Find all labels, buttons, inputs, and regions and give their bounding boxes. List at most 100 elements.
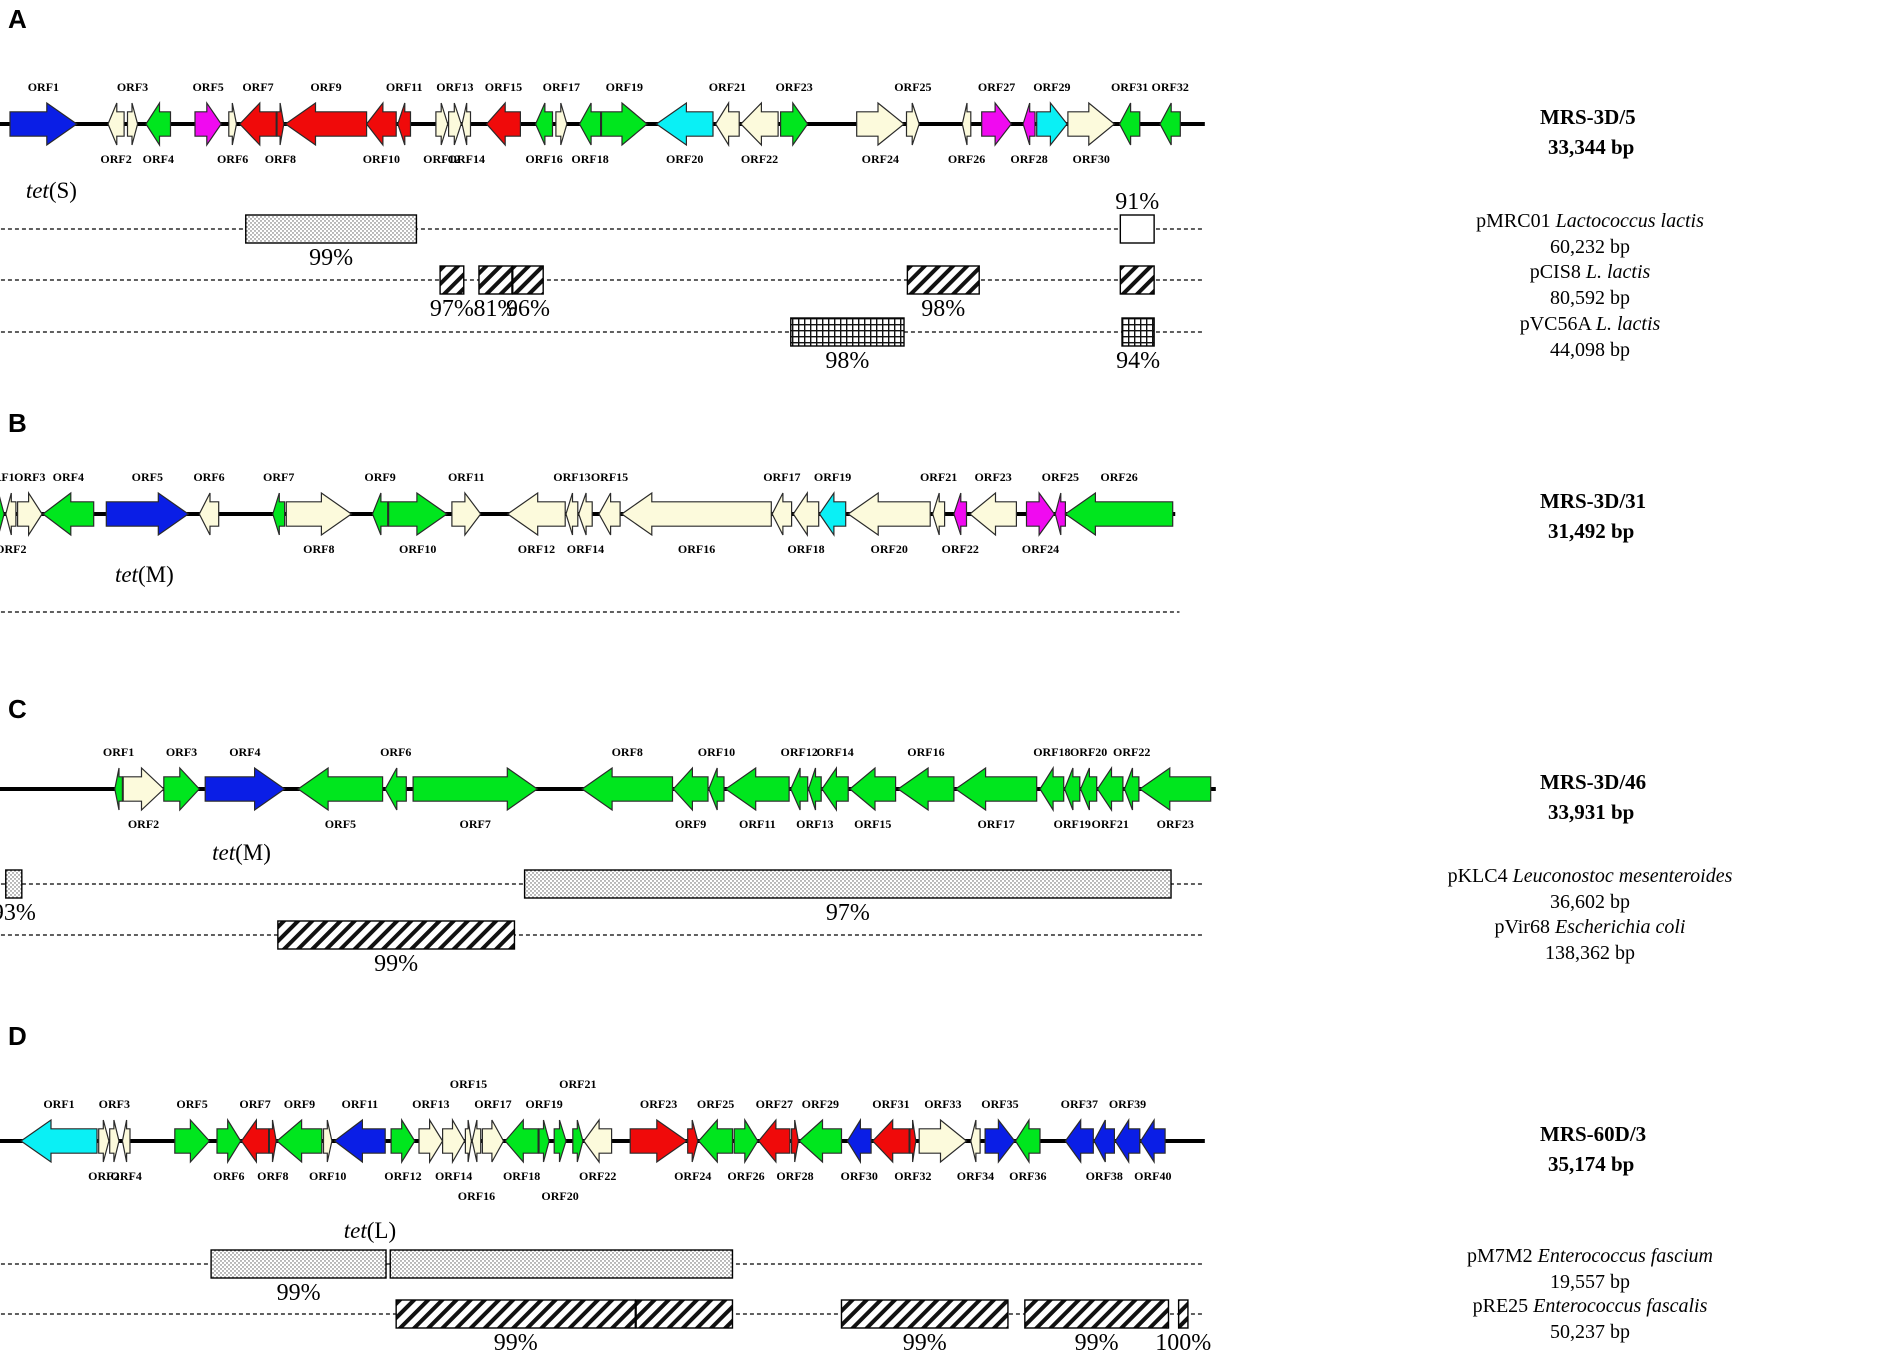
gene-arrow-orf12 <box>790 767 809 811</box>
gene-arrow-orf39 <box>1114 1117 1141 1165</box>
orf-label: ORF31 <box>872 1097 909 1111</box>
orf-label: ORF14 <box>816 745 853 759</box>
gene-arrow-orf24 <box>687 1119 699 1163</box>
gene-arrow-orf14 <box>461 102 472 146</box>
gene-arrow-orf6 <box>198 492 220 536</box>
gene-arrow-orf8 <box>581 766 674 812</box>
orf-label: ORF15 <box>485 80 522 94</box>
gene-arrow-orf28 <box>790 1119 800 1163</box>
orf-label: ORF7 <box>242 80 273 94</box>
orf-label: ORF33 <box>924 1097 961 1111</box>
gene-arrow-orf38 <box>1093 1119 1116 1163</box>
gene-arrow-orf27 <box>757 1118 791 1164</box>
orf-label: ORF19 <box>606 80 643 94</box>
gene-arrow-orf21 <box>932 492 946 536</box>
gene-arrow-orf22 <box>1123 767 1140 811</box>
orf-label: ORF12 <box>518 542 555 556</box>
orf-label: ORF30 <box>841 1169 878 1183</box>
gene-arrow-orf2 <box>107 102 125 146</box>
gene-arrow-orf7 <box>412 766 539 812</box>
orf-label: ORF19 <box>1053 817 1090 831</box>
gene-arrow-orf17 <box>481 1119 505 1163</box>
orf-label: ORF9 <box>310 80 341 94</box>
gene-arrow-orf7 <box>272 492 286 536</box>
orf-label: ORF2 <box>128 817 159 831</box>
gene-arrow-orf19 <box>538 1119 550 1163</box>
gene-arrow-orf13 <box>448 102 462 146</box>
gene-arrow-orf5 <box>194 101 222 147</box>
homology-block <box>635 1299 734 1329</box>
gene-arrow-orf29 <box>1036 101 1068 147</box>
orf-label: ORF14 <box>567 542 604 556</box>
gene-arrow-orf33 <box>918 1118 968 1164</box>
orf-label: ORF40 <box>1134 1169 1171 1183</box>
gene-arrow-orf8 <box>285 491 353 537</box>
orf-label: ORF4 <box>229 745 260 759</box>
panel-letter: D <box>8 1021 27 1051</box>
resistance-gene-label: tet(L) <box>344 1218 396 1243</box>
homology-block <box>906 265 980 295</box>
gene-arrow-orf19 <box>818 491 847 537</box>
gene-arrow-orf7 <box>240 1118 270 1164</box>
orf-label: ORF1 <box>28 80 59 94</box>
identity-percent: 99% <box>903 1330 947 1356</box>
orf-label: ORF21 <box>1092 817 1129 831</box>
orf-label: ORF2 <box>88 1169 119 1183</box>
orf-label: ORF10 <box>309 1169 346 1183</box>
reference-plasmid-size: 19,557 bp <box>1550 1271 1630 1293</box>
orf-label: ORF14 <box>448 152 485 166</box>
orf-label: ORF25 <box>697 1097 734 1111</box>
plasmid-name: MRS-3D/5 <box>1540 105 1636 129</box>
gene-arrow-orf10 <box>708 767 725 811</box>
gene-arrow-orf5 <box>105 491 190 537</box>
homology-block <box>1177 1299 1189 1329</box>
orf-label: ORF31 <box>1111 80 1148 94</box>
gene-arrow-orf28 <box>1022 102 1036 146</box>
orf-label: ORF1 <box>103 745 134 759</box>
homology-block <box>1119 214 1155 244</box>
homology-block <box>5 869 23 899</box>
orf-label: ORF28 <box>1010 152 1047 166</box>
orf-label: ORF7 <box>239 1097 270 1111</box>
homology-block <box>245 214 418 244</box>
gene-arrow-orf20 <box>553 1119 567 1163</box>
identity-percent: 97% <box>430 296 474 322</box>
orf-label: ORF15 <box>450 1077 487 1091</box>
gene-arrow-orf26 <box>961 102 972 146</box>
panel-letter: B <box>8 408 27 438</box>
gene-arrow-orf4 <box>42 491 95 537</box>
reference-plasmid-size: 44,098 bp <box>1550 339 1630 361</box>
gene-arrow-orf9 <box>276 1118 323 1164</box>
gene-arrow-orf2 <box>122 766 165 812</box>
orf-label: ORF21 <box>920 470 957 484</box>
orf-label: ORF5 <box>325 817 356 831</box>
orf-label: ORF23 <box>775 80 812 94</box>
panel-d: DORF1ORF2ORF3ORF4ORF5ORF6ORF7ORF8ORF9ORF… <box>0 1021 1713 1356</box>
gene-arrow-orf12 <box>506 491 566 537</box>
orf-label: ORF16 <box>525 152 562 166</box>
resistance-gene-label: tet(M) <box>212 840 271 865</box>
plasmid-name: MRS-3D/46 <box>1540 770 1646 794</box>
orf-label: ORF26 <box>1100 470 1137 484</box>
orf-label: ORF18 <box>1033 745 1070 759</box>
identity-percent: 96% <box>506 296 550 322</box>
orf-label: ORF13 <box>436 80 473 94</box>
gene-arrow-orf30 <box>846 1117 872 1165</box>
orf-label: ORF1 <box>0 470 15 484</box>
gene-arrow-orf12 <box>435 102 449 146</box>
reference-plasmid-size: 36,602 bp <box>1550 891 1630 913</box>
resistance-gene-label: tet(S) <box>26 178 77 203</box>
orf-label: ORF29 <box>1033 80 1070 94</box>
orf-label: ORF6 <box>217 152 248 166</box>
orf-label: ORF11 <box>341 1097 378 1111</box>
orf-label: ORF17 <box>763 470 800 484</box>
gene-arrow-orf20 <box>1079 767 1098 811</box>
plasmid-size: 31,492 bp <box>1548 519 1634 543</box>
orf-label: ORF11 <box>386 80 423 94</box>
orf-label: ORF22 <box>942 542 979 556</box>
orf-label: ORF8 <box>612 745 643 759</box>
orf-label: ORF13 <box>796 817 833 831</box>
orf-label: ORF19 <box>525 1097 562 1111</box>
reference-plasmid-size: 50,237 bp <box>1550 1321 1630 1343</box>
